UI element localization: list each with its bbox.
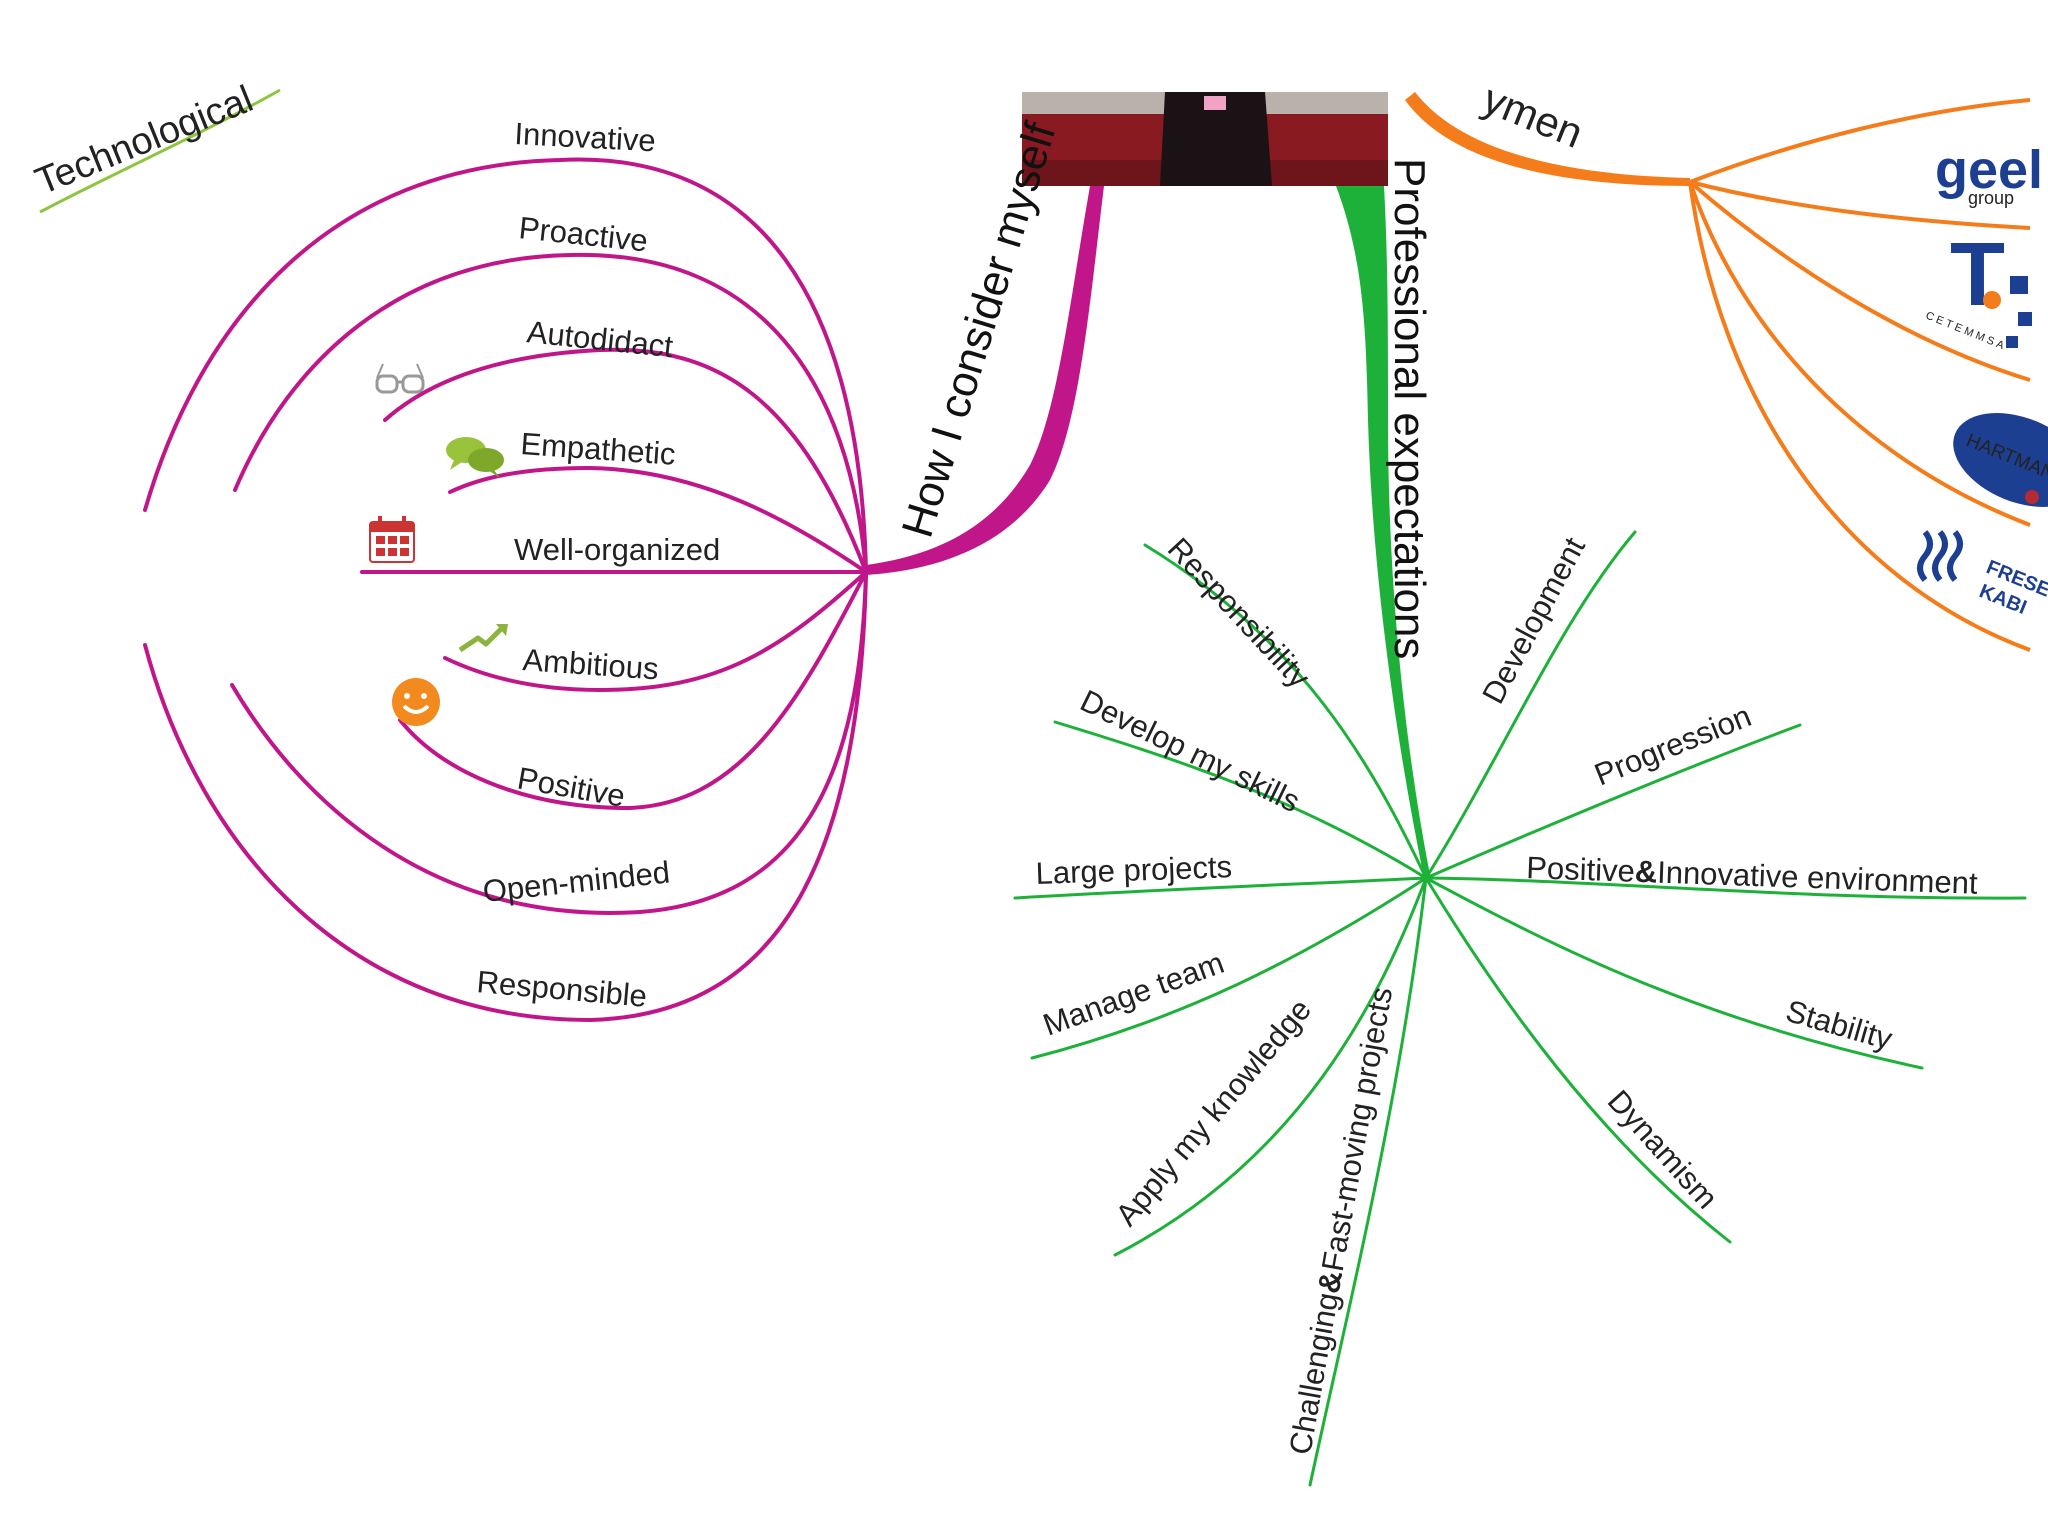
svg-text:group: group [1968, 188, 2014, 208]
expectations-branch-line-2 [1053, 720, 1428, 880]
expectations-branch-line-8 [1424, 723, 1802, 880]
expectations-branch-line-5 [1113, 876, 1428, 1257]
exp-item-apply-my-knowledge: Apply my knowledge [1109, 992, 1319, 1232]
self-branch-line-8 [230, 570, 868, 915]
expectations-branch-line-7 [1424, 530, 1637, 880]
exp-item-development: Development [1475, 531, 1592, 709]
exp-item-develop-my-skills: Develop my skills [1075, 683, 1306, 819]
employment-sub-2 [1689, 180, 2031, 230]
self-branch-line-4 [448, 465, 868, 574]
self-branch-line-3 [383, 347, 868, 574]
self-item-proactive: Proactive [517, 210, 649, 258]
speech-bubbles-icon [446, 437, 504, 478]
expectations-branch-line-9 [1424, 876, 2027, 900]
self-branch-line-6 [443, 570, 868, 693]
expectations-trunk [1336, 186, 1430, 878]
expectations-branch-line-11 [1424, 876, 1732, 1244]
exp-item-responsibility: Responsibility [1161, 531, 1317, 695]
self-branch-line-7 [398, 570, 868, 811]
employment-sub-3 [1688, 180, 2031, 382]
technology-label: Technological [30, 78, 259, 203]
growth-arrow-icon [458, 624, 508, 653]
self-item-well-organized: Well-organized [514, 532, 720, 567]
employment-sub-4 [1688, 181, 2031, 527]
technology-branch-line [39, 88, 281, 214]
expectations-branch-line-1 [1143, 543, 1428, 880]
exp-item-dynamism: Dynamism [1601, 1083, 1725, 1215]
expectations-branch-line-10 [1424, 876, 1924, 1070]
employment-sub-1 [1689, 98, 2031, 184]
hartmann-logo: HARTMANN [1953, 413, 2048, 507]
expectations-branch-line-3 [1013, 876, 1428, 900]
self-item-open-minded: Open-minded [481, 855, 671, 909]
glasses-icon [375, 363, 425, 394]
self-item-ambitious: Ambitious [522, 642, 660, 686]
exp-item-progression: Progression [1590, 698, 1756, 792]
expectations-branch-line-4 [1030, 876, 1428, 1060]
branch-technology: Technological [30, 78, 281, 214]
svg-text:geel: geel [1935, 140, 2043, 200]
branch-self: How I consider myself Innovative Proacti… [143, 116, 1104, 1023]
self-trunk [866, 186, 1104, 575]
self-item-empathetic: Empathetic [520, 426, 677, 472]
employment-label-fragment: ymen [1477, 75, 1590, 157]
employment-trunk [1405, 92, 1690, 186]
branch-employment: ymen geel group T CETEMMSA HARTMANN [1405, 75, 2048, 652]
self-item-autodidact: Autodidact [525, 314, 675, 364]
geel-logo: geel group [1935, 140, 2043, 208]
cetemmsa-logo: T CETEMMSA [1924, 225, 2032, 353]
employment-sub-5 [1688, 181, 2031, 652]
expectations-lines [1013, 530, 2027, 1487]
self-branch-line-1 [143, 157, 868, 574]
expectations-branch-label: Professional expectations [1385, 158, 1434, 659]
branch-expectations: Professional expectations Responsibility… [1013, 158, 2027, 1487]
self-item-innovative: Innovative [514, 116, 657, 158]
self-curves [143, 157, 868, 1023]
exp-item-challenging-fast-moving: Challenging&Fast-moving projects [1282, 984, 1399, 1457]
calendar-icon [369, 516, 415, 563]
smiley-icon [392, 678, 440, 726]
self-branch-line-2 [233, 252, 868, 574]
center-photo-icon [1022, 92, 1388, 186]
svg-text:T: T [1950, 225, 2005, 325]
expectations-branch-line-6 [1308, 876, 1428, 1487]
self-branch-line-9 [143, 570, 868, 1023]
exp-item-large-projects: Large projects [1035, 849, 1233, 891]
self-item-responsible: Responsible [475, 964, 648, 1014]
